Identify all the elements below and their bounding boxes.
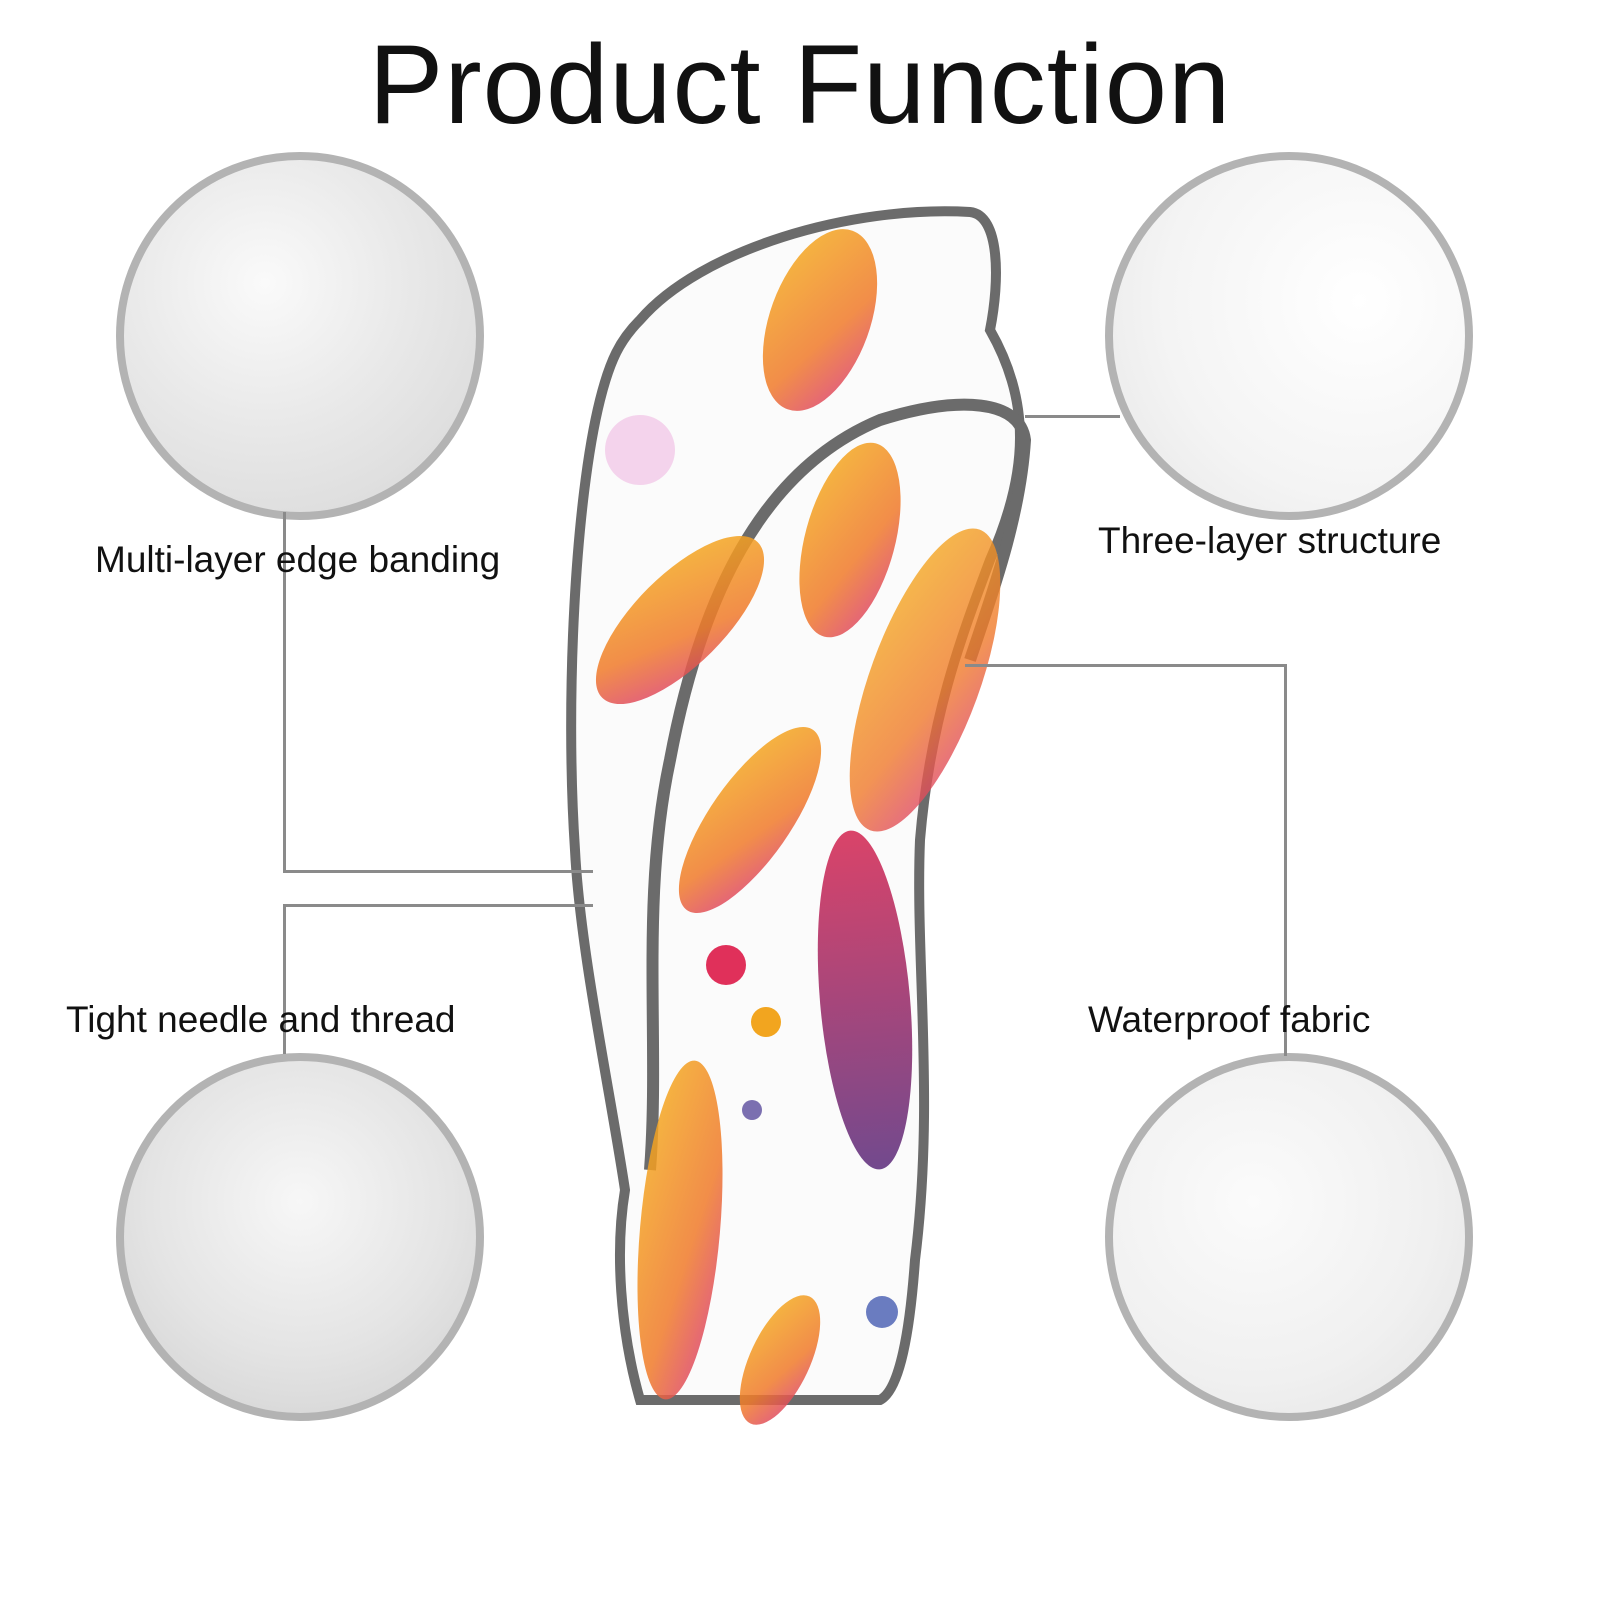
feather	[595, 535, 765, 705]
connector-line	[283, 904, 593, 907]
connector-line	[1284, 664, 1287, 1056]
page-title: Product Function	[368, 22, 1232, 147]
feather	[637, 1060, 723, 1400]
paint-drop	[751, 1007, 781, 1037]
feather	[817, 830, 913, 1170]
label-three-layer: Three-layer structure	[1098, 520, 1442, 561]
label-waterproof: Waterproof fabric	[1088, 999, 1371, 1040]
paint-drop	[742, 1100, 762, 1120]
connector-line	[283, 904, 286, 1054]
connector-line	[1025, 415, 1120, 418]
detail-edge-banding	[116, 152, 484, 520]
label-stitching: Tight needle and thread	[66, 999, 456, 1040]
feather	[739, 1295, 821, 1425]
feather	[678, 727, 822, 913]
paint-splash	[605, 415, 675, 485]
feather	[849, 528, 1001, 832]
connector-line	[283, 870, 593, 873]
feather	[799, 442, 901, 638]
label-edge-banding: Multi-layer edge banding	[95, 539, 501, 580]
detail-three-layer	[1105, 152, 1473, 520]
connector-line	[965, 664, 1287, 667]
feather	[762, 229, 878, 411]
connector-line	[283, 512, 286, 873]
paint-drop	[866, 1296, 898, 1328]
detail-stitching	[116, 1053, 484, 1421]
detail-waterproof	[1105, 1053, 1473, 1421]
headcover-flap	[644, 398, 1032, 1171]
paint-drop	[706, 945, 746, 985]
